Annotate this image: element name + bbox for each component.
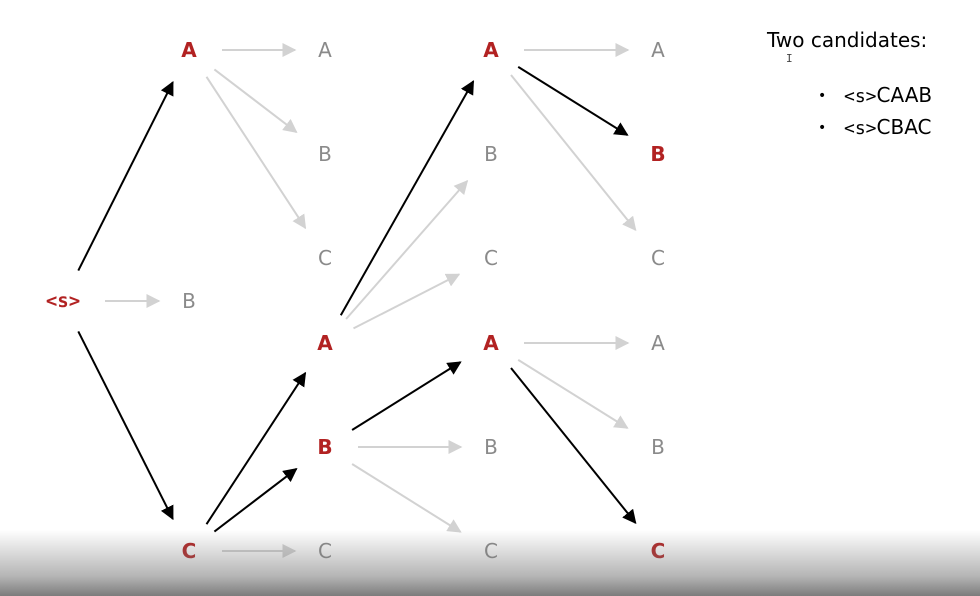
- bottom-shadow: [0, 530, 980, 596]
- node-l2bA: A: [317, 331, 333, 355]
- edge-l3aA-to-l4aB: [517, 66, 629, 136]
- candidate-sequence: CAAB: [876, 83, 933, 107]
- node-l4bA: A: [651, 331, 665, 355]
- node-l1A: A: [181, 38, 197, 62]
- edge-l1A-to-l2aB: [213, 68, 298, 133]
- candidate-start-token: <s>: [844, 118, 877, 139]
- node-l2bB: B: [317, 435, 332, 459]
- node-l3bA: A: [483, 331, 499, 355]
- node-s: <s>: [46, 290, 80, 312]
- node-l2aA: A: [318, 38, 332, 62]
- bullet-icon: •: [818, 120, 827, 136]
- edge-l1A-to-l2aC: [205, 76, 307, 230]
- edge-l1C-to-l2bB: [213, 468, 298, 533]
- node-l3bB: B: [484, 435, 498, 459]
- edge-l2bB-to-l3bA: [351, 361, 462, 431]
- edge-s-to-l1A: [77, 80, 174, 272]
- node-l3aB: B: [484, 142, 498, 166]
- node-l4aC: C: [651, 246, 665, 270]
- edge-l2bA-to-l3aC: [353, 273, 461, 330]
- node-l3aC: C: [484, 246, 498, 270]
- edge-l2bB-to-l3bC: [351, 463, 462, 533]
- candidate-item: • <s>CBAC: [818, 112, 932, 144]
- edge-l3aA-to-l4aC: [510, 74, 637, 231]
- node-l4bB: B: [651, 435, 665, 459]
- node-l4aB: B: [650, 142, 665, 166]
- candidate-list: •<s>CAAB •<s>CBAC: [818, 80, 932, 144]
- panel-title: Two candidates:: [767, 28, 928, 52]
- beam-search-tree: <s>ABCABCABCABCABCABCABC: [46, 38, 666, 563]
- edge-s-to-l1C: [77, 330, 174, 521]
- candidate-item: • <s>CAAB: [818, 80, 932, 112]
- node-l3aA: A: [483, 38, 499, 62]
- text-cursor-icon: I: [786, 52, 793, 65]
- node-l2aC: C: [318, 246, 332, 270]
- candidates-panel: Two candidates:: [767, 26, 927, 54]
- bullet-icon: •: [818, 88, 827, 104]
- node-l4aA: A: [651, 38, 665, 62]
- node-l2aB: B: [318, 142, 332, 166]
- candidate-start-token: <s>: [844, 86, 877, 107]
- node-l1B: B: [182, 289, 196, 313]
- edge-l2bA-to-l3aA: [339, 80, 475, 316]
- edges-layer: [77, 43, 637, 558]
- edge-l1C-to-l2bA: [205, 371, 307, 525]
- candidate-sequence: CBAC: [876, 115, 932, 139]
- edge-l3bA-to-l4bC: [510, 367, 637, 524]
- edge-l3bA-to-l4bB: [517, 359, 629, 429]
- edge-l2bA-to-l3aB: [345, 179, 469, 320]
